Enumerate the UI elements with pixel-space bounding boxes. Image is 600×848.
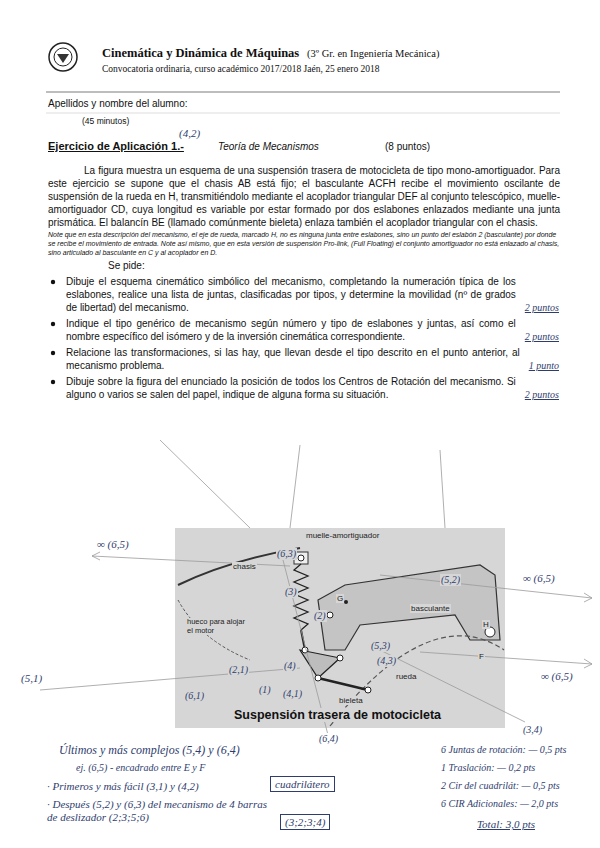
exam-session: Convocatoria ordinaria, curso académico … bbox=[102, 64, 380, 75]
exercise-heading: Ejercicio de Aplicación 1.- bbox=[48, 140, 184, 153]
university-logo bbox=[49, 43, 77, 71]
request-item: Indique el tipo genérico de mecanismo se… bbox=[48, 317, 560, 343]
part-label: basculante bbox=[410, 604, 451, 613]
handwritten-score: 1 punto bbox=[528, 359, 560, 372]
boxed-note-text: cuadrilátero bbox=[275, 778, 330, 790]
score-total: Total: 3,0 pts bbox=[476, 818, 536, 831]
request-item: Dibuje sobre la figura del enunciado la … bbox=[48, 375, 560, 401]
handwritten-note: ej. (6,5) - encadrado entre E y F bbox=[75, 762, 206, 774]
rotation-center: (6,1) bbox=[184, 690, 205, 702]
handwritten-score: 2 puntos bbox=[524, 301, 560, 314]
handwritten-note: · Después (5,2) y (6,3) del mecanismo de… bbox=[46, 798, 273, 823]
statement-note: Note que en esta descripción del mecanis… bbox=[48, 231, 560, 257]
handwritten-score: 2 puntos bbox=[524, 388, 560, 401]
request-heading: Se pide: bbox=[108, 259, 560, 272]
request-text: Dibuje el esquema cinemático simbólico d… bbox=[66, 275, 516, 314]
part-label: rueda bbox=[395, 672, 417, 681]
statement-body: La figura muestra un esquema de una susp… bbox=[48, 164, 560, 404]
rotation-center: (2,1) bbox=[228, 664, 249, 676]
part-label: muelle-amortiguador bbox=[305, 531, 380, 540]
bullet-dot bbox=[48, 317, 66, 329]
request-item: Dibuje el esquema cinemático simbólico d… bbox=[48, 275, 560, 314]
bullet-dot bbox=[48, 346, 66, 358]
handwritten-score: 2 puntos bbox=[524, 330, 560, 343]
figure-caption: Suspensión trasera de motocicleta bbox=[232, 708, 443, 722]
request-text: Dibuje sobre la figura del enunciado la … bbox=[66, 375, 516, 401]
rotation-center: (5,2) bbox=[440, 574, 461, 586]
statement-paragraph: La figura muestra un esquema de una susp… bbox=[48, 164, 560, 229]
rotation-center: (4,1) bbox=[282, 688, 303, 700]
rotation-center: (6,4) bbox=[318, 733, 339, 745]
score-line: 1 Traslación: — 0,2 pts bbox=[440, 762, 536, 774]
points: (8 puntos) bbox=[385, 141, 430, 153]
link-number: (3) bbox=[284, 586, 298, 598]
bullet-dot bbox=[48, 375, 66, 387]
boxed-note-text: (3;2;3;4) bbox=[285, 816, 325, 828]
request-item: Relacione las transformaciones, si las h… bbox=[48, 346, 560, 372]
pencil-construction-lines bbox=[40, 440, 592, 735]
link-number: (4) bbox=[283, 660, 297, 672]
request-text: Relacione las transformaciones, si las h… bbox=[66, 346, 520, 372]
rotation-center: ∞ (6,5) bbox=[540, 670, 574, 683]
handwritten-note: · Primeros y más fácil (3,1) y (4,2) bbox=[46, 780, 200, 793]
course-name: (3º Gr. en Ingeniería Mecánica) bbox=[307, 48, 439, 60]
rotation-center: ∞ (6,5) bbox=[522, 572, 556, 585]
link-number: (2) bbox=[313, 610, 327, 622]
rotation-center: (5,1) bbox=[20, 672, 43, 685]
boxed-note: (3;2;3;4) bbox=[280, 814, 330, 830]
rule-line bbox=[46, 113, 560, 114]
rotation-center: ∞ (6,5) bbox=[96, 538, 130, 551]
exam-title: Cinemática y Dinámica de Máquinas bbox=[102, 46, 299, 60]
boxed-note: cuadrilátero bbox=[270, 776, 335, 792]
time-limit: (45 minutos) bbox=[82, 117, 129, 127]
rotation-center: (3,4) bbox=[522, 724, 543, 736]
rotation-center: (5,3) bbox=[370, 640, 391, 652]
point-label: G bbox=[336, 594, 344, 603]
point-label: F bbox=[478, 652, 485, 661]
student-name-field: Apellidos y nombre del alumno: bbox=[48, 98, 188, 110]
suspension-photo bbox=[175, 528, 505, 728]
part-label: bieleta bbox=[338, 696, 364, 705]
part-label: hueco para alojar el motor bbox=[186, 618, 246, 635]
score-line: 2 Cir del cuadrilát: — 0,5 pts bbox=[440, 780, 561, 792]
score-line: 6 Juntas de rotación: — 0,5 pts bbox=[440, 744, 567, 756]
request-text: Indique el tipo genérico de mecanismo se… bbox=[66, 317, 516, 343]
score-line: 6 CIR Adicionales: — 2,0 pts bbox=[440, 798, 559, 810]
rotation-center: (6,3) bbox=[276, 548, 297, 560]
handwritten-note: (4,2) bbox=[178, 127, 201, 140]
part-label: chasis bbox=[232, 562, 257, 571]
rule-line bbox=[46, 92, 560, 93]
link-number: (1) bbox=[258, 684, 272, 696]
bullet-dot bbox=[48, 275, 66, 287]
topic: Teoría de Mecanismos bbox=[218, 141, 319, 153]
point-label: H bbox=[482, 620, 490, 629]
rotation-center: (4,3) bbox=[376, 655, 397, 667]
handwritten-note: Últimos y más complejos (5,4) y (6,4) bbox=[58, 744, 241, 758]
